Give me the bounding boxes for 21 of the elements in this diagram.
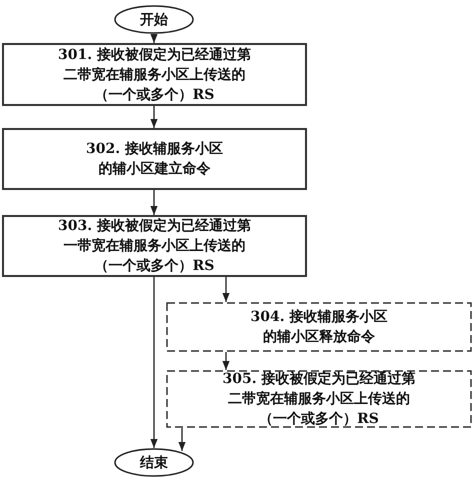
terminal-ellipse xyxy=(114,5,194,34)
optional-process-box xyxy=(166,302,472,352)
step-text: 结束 xyxy=(138,454,169,472)
optional-process-box xyxy=(166,370,472,428)
arrow xyxy=(222,277,230,302)
process-box xyxy=(2,128,307,190)
process-box xyxy=(2,215,307,277)
arrow xyxy=(178,428,186,451)
step-text: 305. 接收被假定为已经通过第二带宽在辅服务小区上传送的（一个或多个）RS xyxy=(222,370,416,429)
terminal-ellipse xyxy=(114,448,194,477)
arrow xyxy=(150,190,158,215)
arrow xyxy=(150,277,158,448)
process-box xyxy=(2,43,307,106)
step-text: 303. 接收被假定为已经通过第一带宽在辅服务小区上传送的（一个或多个）RS xyxy=(57,216,252,276)
step-text: 开始 xyxy=(139,10,169,30)
step-text: 302. 接收辅服务小区的辅小区建立命令 xyxy=(85,140,224,179)
arrow xyxy=(150,106,158,128)
step-text: 304. 接收辅服务小区的辅小区释放命令 xyxy=(250,308,388,347)
step-text: 301. 接收被假定为已经通过第二带宽在辅服务小区上传送的（一个或多个）RS xyxy=(57,46,252,104)
arrow xyxy=(222,352,230,370)
arrow xyxy=(150,34,158,43)
